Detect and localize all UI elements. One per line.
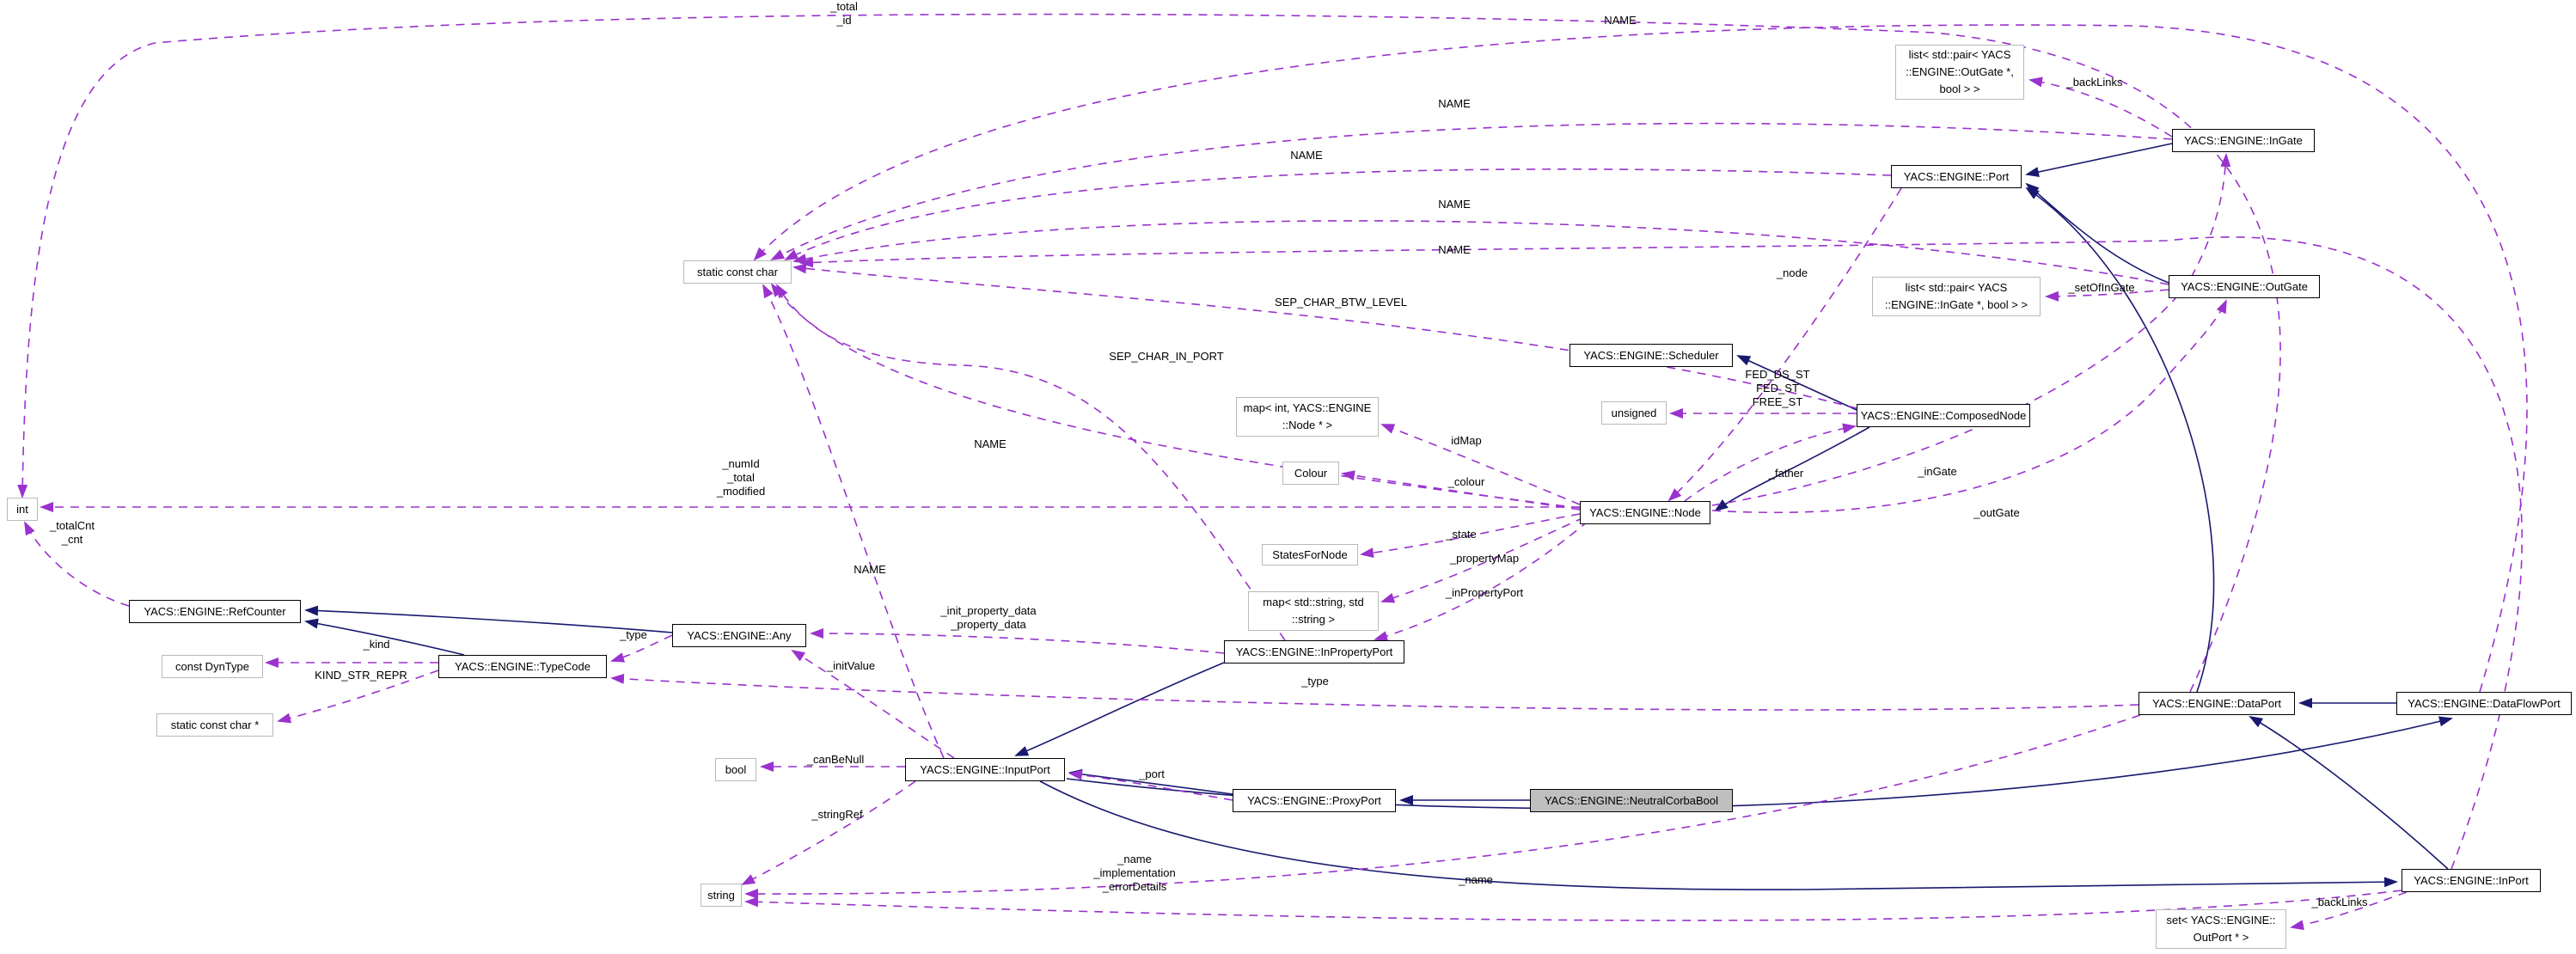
class-node-dataflowport[interactable]: YACS::ENGINE::DataFlowPort	[2396, 692, 2572, 715]
class-node-neutralcorbabool: YACS::ENGINE::NeutralCorbaBool	[1530, 789, 1733, 812]
edge-outgate-to-list_pair_ingate	[2045, 289, 2169, 302]
class-node-node[interactable]: YACS::ENGINE::Node	[1580, 501, 1710, 524]
edge-inputport-to-any	[791, 649, 955, 759]
edge-inport-to-set_outport	[2290, 891, 2408, 931]
edge-composednode-to-node	[1714, 426, 1870, 512]
type-node-map_int_node: map< int, YACS::ENGINE ::Node * >	[1236, 397, 1379, 437]
type-node-statesfornode: StatesForNode	[1262, 544, 1358, 566]
edge-port-to-static_char	[784, 168, 1892, 260]
edge-node-to-inpropertyport	[1374, 520, 1589, 641]
class-node-port[interactable]: YACS::ENGINE::Port	[1891, 165, 2022, 188]
edge-composednode-to-scheduler	[1736, 355, 1857, 411]
edge-dataport-to-string	[744, 714, 2141, 900]
edge-ingate-to-port	[2025, 143, 2173, 177]
type-node-dyntype: const DynType	[162, 655, 263, 678]
edge-proxyport-to-inputport	[1068, 768, 1233, 795]
edge-node-to-static_char	[770, 283, 1581, 509]
class-node-proxyport[interactable]: YACS::ENGINE::ProxyPort	[1233, 789, 1396, 812]
edge-inport-to-static_char	[799, 236, 2523, 870]
edge-typecode-to-refcounter	[304, 618, 465, 656]
edge-node-to-map_int_node	[1380, 424, 1581, 505]
type-node-bool: bool	[715, 758, 756, 781]
edge-composednode-to-static_char	[792, 263, 1857, 409]
type-node-list_pair_ingate: list< std::pair< YACS ::ENGINE::InGate *…	[1872, 277, 2041, 316]
edge-inport-to-string	[744, 890, 2402, 921]
edge-node-to-outgate	[1711, 299, 2227, 514]
class-node-inputport[interactable]: YACS::ENGINE::InputPort	[905, 758, 1065, 781]
edge-port-to-node	[1667, 187, 1902, 502]
class-node-scheduler[interactable]: YACS::ENGINE::Scheduler	[1569, 344, 1733, 367]
edge-inputport-to-string	[741, 780, 916, 885]
edge-node-to-composednode	[1684, 423, 1857, 502]
class-node-composednode[interactable]: YACS::ENGINE::ComposedNode	[1857, 404, 2030, 427]
edge-inputport-to-static_char	[762, 284, 945, 759]
edge-refcounter-to-int	[24, 521, 130, 607]
edge-any-to-refcounter	[304, 605, 673, 633]
edge-proxyport-to-inputport	[1068, 769, 1233, 801]
edge-node-to-colour	[1341, 470, 1581, 511]
type-node-map_string_string: map< std::string, std ::string >	[1248, 591, 1379, 631]
edge-ingate-to-list_pair_outgate	[2028, 76, 2173, 138]
type-node-list_pair_outgate: list< std::pair< YACS ::ENGINE::OutGate …	[1895, 45, 2024, 100]
class-node-any[interactable]: YACS::ENGINE::Any	[672, 624, 806, 647]
type-node-static_char_ptr: static const char *	[156, 713, 273, 737]
edge-dataport-to-int	[17, 13, 2281, 693]
class-node-refcounter[interactable]: YACS::ENGINE::RefCounter	[129, 600, 301, 623]
edge-typecode-to-static_char_ptr	[277, 670, 439, 724]
edge-inpropertyport-to-any	[810, 628, 1225, 654]
edge-outgate-to-static_char	[792, 220, 2169, 285]
class-node-typecode[interactable]: YACS::ENGINE::TypeCode	[438, 655, 607, 678]
class-node-inport[interactable]: YACS::ENGINE::InPort	[2402, 869, 2541, 892]
edge-inpropertyport-to-inputport	[1014, 662, 1225, 756]
class-node-dataport[interactable]: YACS::ENGINE::DataPort	[2139, 692, 2295, 715]
class-node-inpropertyport[interactable]: YACS::ENGINE::InPropertyPort	[1224, 640, 1404, 664]
type-node-int: int	[7, 498, 38, 521]
type-node-unsigned: unsigned	[1601, 401, 1667, 425]
edge-ingate-to-static_char	[770, 122, 2173, 260]
edge-node-to-ingate	[1711, 153, 2231, 506]
edge-node-to-statesfornode	[1360, 513, 1581, 559]
edge-dataport-to-port	[2025, 187, 2215, 693]
class-node-outgate[interactable]: YACS::ENGINE::OutGate	[2169, 275, 2320, 298]
edge-node-to-map_string_string	[1380, 517, 1585, 603]
type-node-static_char: static const char	[683, 260, 792, 284]
edge-inport-to-dataport	[2249, 715, 2449, 870]
edge-outgate-to-port	[2025, 182, 2169, 284]
type-node-string: string	[701, 884, 742, 907]
edge-inpropertyport-to-static_char	[775, 284, 1286, 641]
edge-dataport-to-typecode	[610, 673, 2139, 711]
type-node-colour: Colour	[1282, 462, 1339, 485]
class-node-ingate[interactable]: YACS::ENGINE::InGate	[2172, 129, 2315, 152]
edge-any-to-typecode	[610, 634, 673, 663]
type-node-set_outport: set< YACS::ENGINE:: OutPort * >	[2156, 909, 2286, 949]
